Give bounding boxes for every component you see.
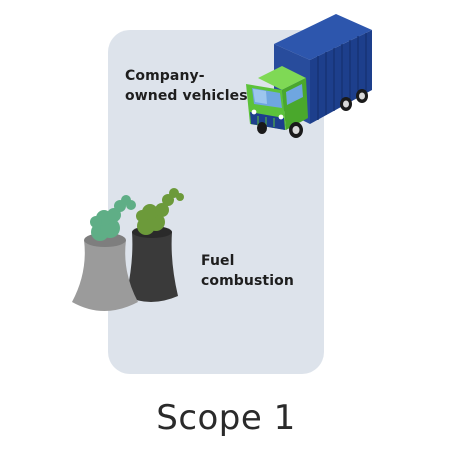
scope-title: Scope 1: [156, 398, 296, 438]
company-owned-vehicles-label: Company- owned vehicles: [125, 68, 248, 104]
fuel-combustion-label: Fuel combustion: [201, 253, 294, 289]
